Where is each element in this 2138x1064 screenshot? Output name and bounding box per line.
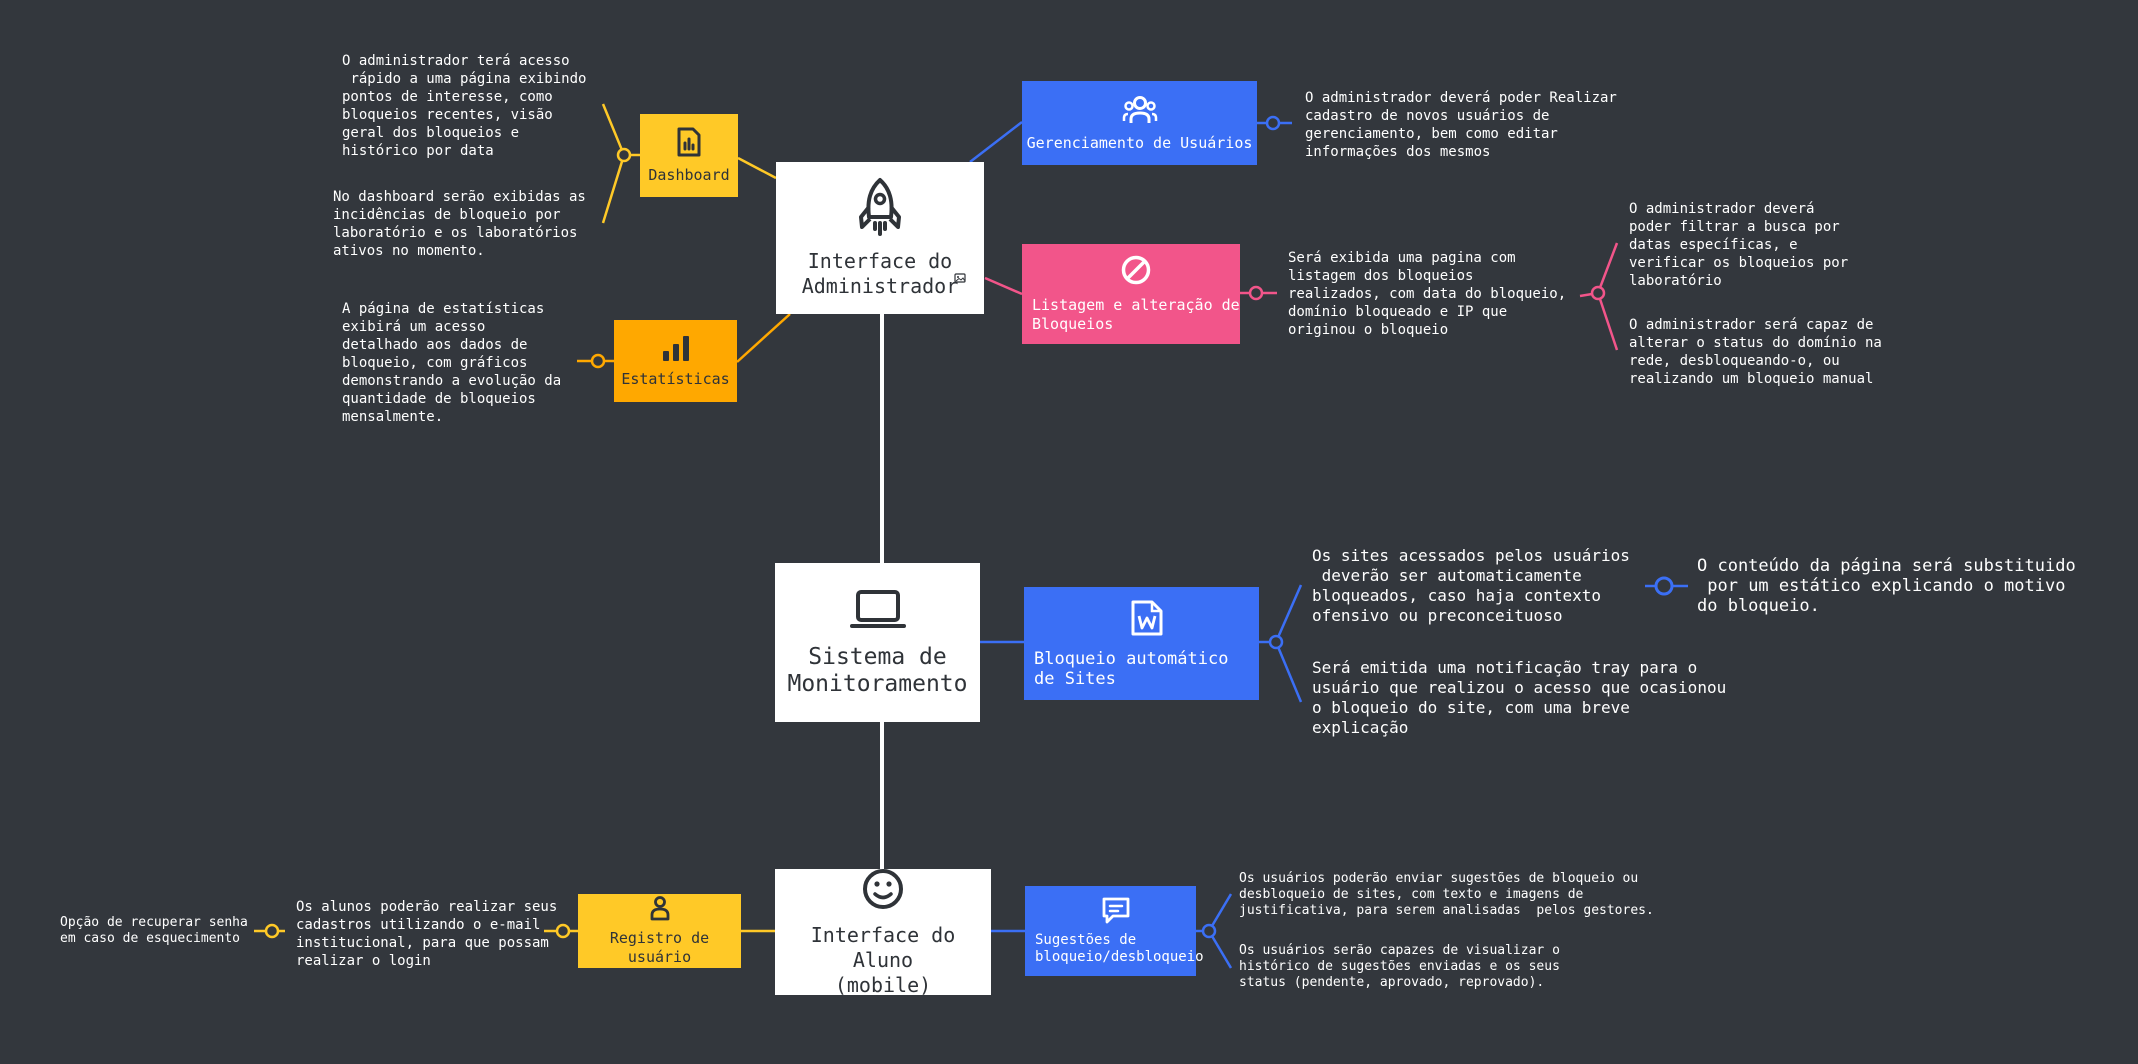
sugestoes-connector-dot (1201, 923, 1217, 939)
topic-bloqueio-automatico-label: Bloqueio automático de Sites (1034, 648, 1229, 689)
gerenciamento-connector-dot (1265, 115, 1281, 131)
topic-estatisticas[interactable]: Estatísticas (614, 320, 737, 402)
rocket-icon (853, 177, 907, 237)
note-registro-1: Os alunos poderão realizar seus cadastro… (296, 899, 558, 969)
note-gerenciamento-1: O administrador deverá poder Realizar ca… (1305, 90, 1617, 160)
note-dashboard-1: O administrador terá acesso rápido a uma… (342, 53, 587, 159)
central-node-monitor[interactable]: Sistema de Monitoramento (775, 563, 980, 722)
note-bloqueio-1: Os sites acessados pelos usuários deverã… (1312, 546, 1630, 625)
topic-registro[interactable]: Registro de usuário (578, 894, 741, 968)
note-estatisticas-1: A página de estatísticas exibirá um aces… (342, 301, 562, 425)
topic-bloqueio-automatico[interactable]: Bloqueio automático de Sites (1024, 587, 1259, 700)
note-listagem-1: Será exibida uma pagina com listagem dos… (1288, 250, 1567, 338)
note-sugestoes-2: Os usuários serão capazes de visualizar … (1239, 943, 1560, 990)
note-bloqueio-1-sub: O conteúdo da página será substituido po… (1697, 556, 2076, 616)
topic-gerenciamento[interactable]: Gerenciamento de Usuários (1022, 81, 1257, 165)
line-dashboard-fork (601, 103, 626, 224)
bloqueio-sub-connector-dot (1654, 576, 1674, 596)
smiley-icon (861, 867, 905, 911)
estatisticas-connector-dot (590, 353, 606, 369)
topic-gerenciamento-label: Gerenciamento de Usuários (1026, 133, 1253, 152)
image-attachment-icon[interactable] (954, 268, 966, 287)
bar-chart-icon (661, 334, 691, 362)
document-chart-icon (675, 126, 703, 158)
note-listagem-sub-2: O administrador será capaz de alterar o … (1629, 317, 1882, 387)
central-node-student-title: Interface do Aluno (mobile) (810, 922, 956, 997)
line-admin-listagem (984, 276, 1023, 296)
line-admin-dashboard (737, 156, 777, 180)
bloqueio-connector-dot (1268, 634, 1284, 650)
topic-dashboard-label: Dashboard (648, 166, 730, 184)
note-registro-sub: Opção de recuperar senha em caso de esqu… (60, 915, 248, 946)
central-node-admin-title: Interface do Administrador (801, 249, 959, 298)
topic-sugestoes-label: Sugestões de bloqueio/desbloqueio (1035, 932, 1204, 965)
note-sugestoes-1: Os usuários poderão enviar sugestões de … (1239, 871, 1654, 918)
note-listagem-sub-1: O administrador deverá poder filtrar a b… (1629, 201, 1849, 289)
word-document-icon (1130, 599, 1164, 637)
topic-listagem-label: Listagem e alteração de Bloqueios (1032, 296, 1240, 333)
central-node-admin[interactable]: Interface do Administrador (776, 162, 984, 314)
note-bloqueio-2: Será emitida uma notificação tray para o… (1312, 658, 1727, 737)
user-icon (649, 895, 671, 921)
registro-sub-connector-dot (264, 923, 280, 939)
registro-connector-dot (555, 923, 571, 939)
topic-sugestoes[interactable]: Sugestões de bloqueio/desbloqueio (1025, 886, 1204, 976)
chat-icon (1101, 896, 1131, 924)
listagem-connector-dot (1248, 285, 1264, 301)
dashboard-connector-dot (616, 147, 632, 163)
block-icon (1120, 254, 1152, 286)
listagem-sub-connector-dot (1590, 285, 1606, 301)
topic-dashboard[interactable]: Dashboard (640, 114, 738, 197)
topic-registro-label: Registro de usuário (609, 929, 710, 966)
laptop-icon (849, 588, 906, 632)
line-admin-gerenciamento (969, 121, 1023, 163)
central-node-student[interactable]: Interface do Aluno (mobile) (775, 867, 991, 997)
note-dashboard-2: No dashboard serão exibidas as incidênci… (333, 189, 586, 259)
topic-listagem[interactable]: Listagem e alteração de Bloqueios (1022, 244, 1240, 344)
users-icon (1122, 94, 1158, 126)
central-node-monitor-title: Sistema de Monitoramento (787, 643, 968, 697)
topic-estatisticas-label: Estatísticas (621, 369, 730, 388)
line-admin-estatisticas (736, 313, 791, 363)
